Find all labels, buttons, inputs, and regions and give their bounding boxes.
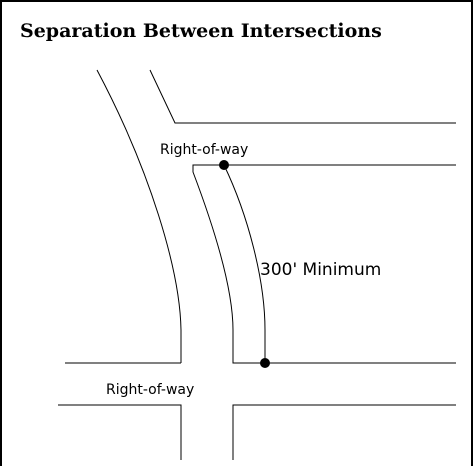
separation-distance-label: 300' Minimum xyxy=(260,260,381,280)
diagram-title: Separation Between Intersections xyxy=(20,20,382,42)
lower-intersection-marker xyxy=(260,358,270,368)
lower-road-bottom-left-edge xyxy=(58,404,182,460)
middle-road-right-edge xyxy=(223,164,266,363)
left-road-inner-edge xyxy=(149,69,456,124)
lower-right-of-way-label: Right-of-way xyxy=(106,382,194,398)
left-road-outer-edge xyxy=(96,69,182,363)
middle-road-left-edge xyxy=(192,164,456,364)
upper-intersection-marker xyxy=(219,160,229,170)
upper-right-of-way-label: Right-of-way xyxy=(160,142,248,158)
lower-road-bottom-right-edge xyxy=(232,404,456,460)
